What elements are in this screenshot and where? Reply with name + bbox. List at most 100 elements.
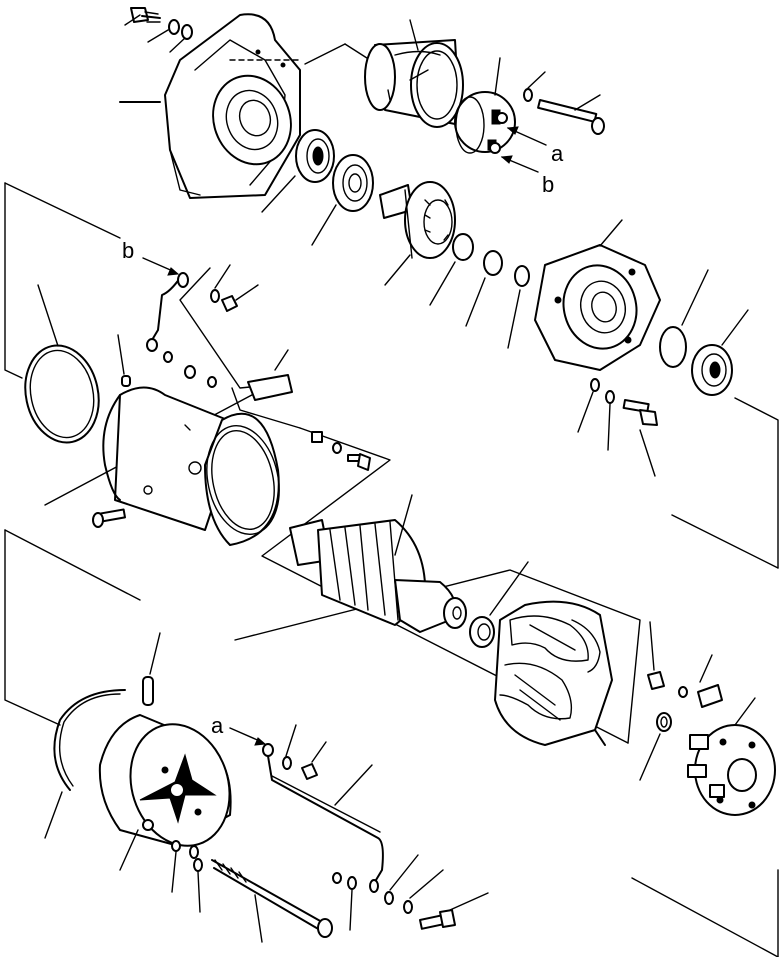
nut bbox=[221, 295, 238, 312]
washer bbox=[332, 442, 342, 454]
bolt-housing bbox=[622, 399, 658, 426]
leader-line bbox=[507, 289, 521, 349]
leader-line bbox=[44, 791, 63, 839]
nut bbox=[301, 763, 318, 780]
leader-line bbox=[124, 14, 141, 26]
overrunning-clutch bbox=[379, 181, 456, 259]
lock-washer bbox=[523, 88, 533, 102]
rear-end-frame bbox=[98, 714, 232, 847]
washer bbox=[181, 24, 193, 40]
through-bolt-top bbox=[537, 99, 605, 135]
washer bbox=[403, 900, 413, 914]
washer bbox=[605, 390, 615, 404]
nut-bottom-right bbox=[647, 671, 665, 690]
washer bbox=[452, 233, 474, 261]
leader-line bbox=[119, 829, 139, 871]
bolt-bottom-right bbox=[418, 909, 456, 930]
leader-line bbox=[384, 254, 411, 286]
leader-line bbox=[169, 37, 186, 53]
leader-line bbox=[465, 277, 486, 327]
washer bbox=[332, 872, 342, 884]
leader-line bbox=[171, 851, 177, 893]
bolt-yoke bbox=[92, 508, 126, 528]
leader-line bbox=[721, 309, 749, 346]
leader-line bbox=[607, 403, 611, 451]
brush-holder bbox=[687, 724, 776, 816]
leader-line bbox=[149, 632, 161, 675]
thrust-washer bbox=[659, 326, 687, 368]
through-bolt-bottom bbox=[211, 859, 333, 938]
yoke-assembly bbox=[102, 386, 280, 546]
leader-line bbox=[409, 869, 444, 899]
field-coils bbox=[494, 600, 613, 746]
leader-line bbox=[389, 854, 419, 891]
insulator bbox=[311, 431, 323, 443]
armature bbox=[289, 519, 467, 633]
leader-line bbox=[599, 219, 623, 247]
leader-line bbox=[334, 764, 373, 806]
pin bbox=[121, 375, 131, 387]
leader-line bbox=[489, 561, 529, 616]
leader-line bbox=[274, 349, 289, 371]
washer bbox=[384, 891, 394, 905]
leader-line bbox=[261, 175, 296, 213]
leader-line bbox=[639, 429, 656, 477]
washer bbox=[171, 840, 181, 852]
leader-line bbox=[285, 724, 297, 757]
callout-a: a bbox=[551, 141, 564, 166]
washer bbox=[189, 845, 199, 859]
leader-line bbox=[734, 697, 756, 726]
leader-line bbox=[574, 94, 601, 111]
leader-line bbox=[699, 654, 713, 683]
leader-line bbox=[311, 204, 337, 246]
leader-line bbox=[349, 889, 353, 931]
leader-line bbox=[409, 19, 419, 51]
washer bbox=[163, 351, 173, 363]
washer bbox=[168, 19, 180, 35]
leader-line bbox=[254, 894, 263, 943]
brush bbox=[697, 684, 723, 708]
washer bbox=[590, 378, 600, 392]
leader-line bbox=[577, 391, 594, 433]
leader-line bbox=[429, 261, 456, 306]
leader-line bbox=[681, 269, 709, 326]
bearing-3 bbox=[691, 344, 733, 396]
leader-line bbox=[527, 71, 546, 89]
arrow-icon bbox=[500, 155, 539, 173]
terminal-ring bbox=[262, 743, 274, 757]
washer bbox=[282, 756, 292, 770]
washer bbox=[193, 858, 203, 872]
washer bbox=[483, 250, 503, 276]
leader-line bbox=[214, 264, 231, 289]
pin-bottom bbox=[142, 676, 154, 706]
sleeve-bushing bbox=[364, 39, 464, 128]
bearing-1 bbox=[295, 129, 335, 183]
leader-line bbox=[394, 494, 413, 556]
leader-line bbox=[311, 741, 327, 763]
nameplate bbox=[247, 374, 293, 401]
field-lead-wire bbox=[146, 272, 189, 352]
leader-line bbox=[117, 334, 125, 375]
center-housing bbox=[534, 244, 661, 371]
spring bbox=[656, 712, 672, 732]
callout-a-bottom: a bbox=[211, 713, 224, 738]
o-ring-bottom bbox=[53, 689, 126, 791]
arrow-icon bbox=[229, 727, 267, 746]
bolt-top-left bbox=[130, 7, 161, 23]
leader-line bbox=[37, 284, 59, 347]
washer bbox=[678, 686, 688, 698]
leader-line bbox=[197, 871, 201, 913]
washer bbox=[210, 289, 220, 303]
leader-line bbox=[449, 892, 489, 911]
washer bbox=[347, 876, 357, 890]
bearing-2 bbox=[332, 154, 374, 212]
washer bbox=[207, 376, 217, 388]
arrow-icon bbox=[506, 126, 547, 146]
pinion-cover bbox=[454, 91, 516, 154]
leader-line bbox=[235, 284, 259, 301]
leader-line bbox=[147, 29, 169, 43]
bearing-4 bbox=[469, 616, 495, 648]
connecting-lead bbox=[267, 755, 384, 893]
arrow-icon bbox=[142, 257, 180, 276]
